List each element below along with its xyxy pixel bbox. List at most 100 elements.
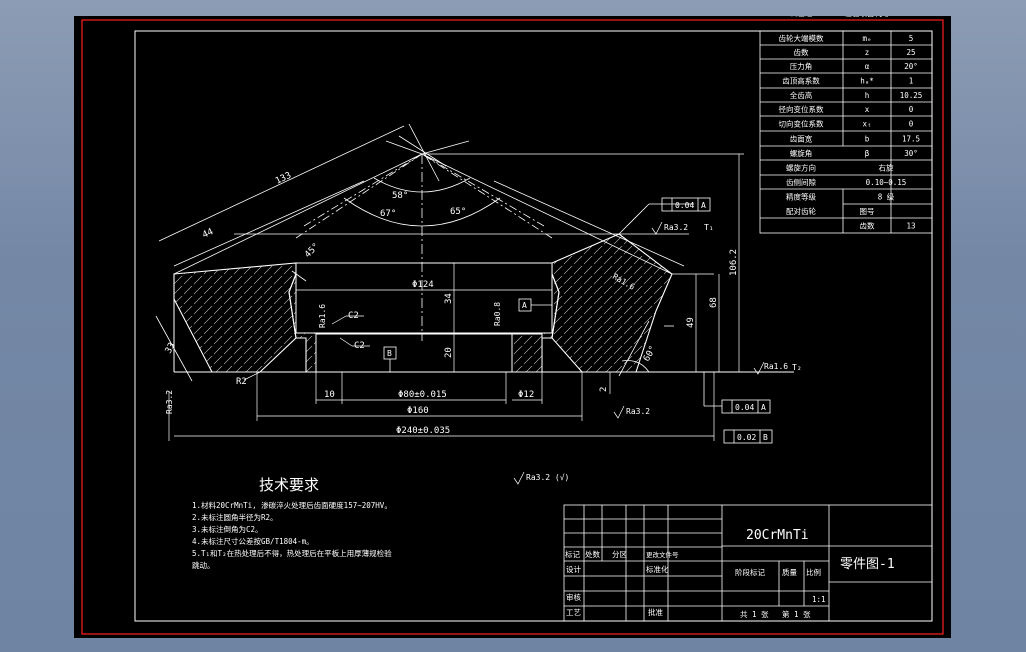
reference-t1: T₁: [704, 223, 714, 232]
angle-65: 65°: [450, 207, 466, 217]
tech-line-1: 2.未标注圆角半径为R2。: [192, 512, 278, 522]
dim-124: Φ124: [412, 280, 434, 290]
param-val-7: 17.5: [902, 135, 920, 144]
param-val-0: 5: [909, 34, 914, 43]
dim-44: 44: [201, 227, 215, 241]
angle-58: 58°: [392, 191, 408, 201]
param-sym-8: β: [865, 149, 870, 158]
param-val-13: 13: [906, 222, 915, 231]
dim-106-2: 106.2: [729, 249, 739, 276]
tb-shenhe: 审核: [566, 592, 581, 602]
tb-sheji: 设计: [566, 564, 581, 574]
dim-33: 33: [164, 341, 178, 355]
dimension-lines: [168, 153, 744, 441]
cone-construction-lines: [155, 123, 714, 382]
roughness-ra16-hub: Ra1.6: [318, 304, 327, 328]
param-sym-7: b: [865, 135, 870, 144]
datum-a: A: [522, 301, 527, 310]
angle-67: 67°: [380, 209, 396, 219]
tolerance-value-2: 0.04: [735, 403, 754, 412]
dim-12: Φ12: [518, 390, 534, 400]
roughness-ra32-top: Ra3.2: [664, 223, 688, 232]
param-val-11: 8 级: [878, 192, 895, 202]
hatched-section-left: [173, 262, 297, 373]
param-val-3: 1: [909, 77, 914, 86]
roughness-ra32-bottom: Ra3.2: [626, 407, 650, 416]
tb-sheets: 共 1 张: [740, 610, 769, 619]
param-sym-12: 图号: [860, 207, 875, 216]
param-sym-5: x: [865, 105, 870, 114]
tech-line-3: 4.未标注尺寸公差按GB/T1804-m。: [192, 536, 314, 546]
gear-section-view: 133 44 33 58° 67° 65° 45° Φ124 34 20 Φ80…: [155, 123, 802, 485]
dim-2: 2: [599, 387, 609, 392]
param-val-5: 0: [909, 105, 914, 114]
param-name-10: 齿侧间隙: [786, 177, 816, 187]
tolerance-frames: [383, 197, 773, 444]
tb-scale: 1:1: [812, 595, 826, 604]
param-name-12: 配对齿轮: [786, 206, 816, 216]
param-name-14: 公差组: [790, 16, 813, 18]
param-name-7: 齿面宽: [790, 134, 813, 144]
roughness-ticks: [513, 221, 765, 485]
param-name-9: 螺旋方向: [786, 163, 816, 173]
outer-red-frame: [81, 19, 944, 635]
technical-requirements: 技术要求 1.材料20CrMnTi, 渗碳淬火处理后齿面硬度157~207HV。…: [192, 476, 392, 570]
param-name-11: 精度等级: [786, 192, 816, 202]
dim-80: Φ80±0.015: [398, 390, 447, 400]
pin-hole: [511, 333, 543, 373]
param-sym-3: hₐ*: [860, 77, 874, 86]
tb-bili: 比例: [806, 567, 821, 577]
bore: [315, 333, 543, 373]
tb-chushu: 处数: [585, 549, 600, 559]
roughness-ra32-side: Ra3.2: [165, 390, 174, 414]
param-name-4: 全齿高: [790, 90, 813, 100]
tb-sheetno: 第 1 张: [782, 609, 811, 619]
datum-b: B: [387, 349, 392, 358]
tb-zhiliang: 质量: [782, 567, 797, 577]
tolerance-value-1: 0.04: [675, 201, 694, 210]
param-val-6: 0: [909, 120, 914, 129]
perpendicularity-value: 0.02: [737, 433, 756, 442]
dim-240: Φ240±0.035: [396, 426, 450, 436]
reference-t2: T₂: [792, 363, 802, 372]
dim-49: 49: [686, 317, 696, 328]
roughness-ra08-bore: Ra0.8: [493, 302, 502, 326]
tech-line-4: 5.T₁和T₂在热处理后不得，热处理后在平板上用厚薄规检验: [192, 548, 392, 558]
param-val-1: 25: [906, 48, 915, 57]
general-roughness: Ra3.2 (√): [526, 473, 569, 482]
tech-line-5: 跳动。: [192, 560, 215, 570]
inner-frame: [134, 30, 933, 622]
tb-gongyi: 工艺: [566, 608, 581, 617]
param-name-3: 齿顶高系数: [782, 76, 820, 86]
title-block: [563, 504, 933, 622]
param-val-2: 20°: [904, 62, 918, 71]
param-val-10: 0.10~0.15: [866, 178, 907, 187]
angle-45: 45°: [303, 242, 322, 261]
dim-10: 10: [324, 390, 335, 400]
param-sym-2: α: [865, 62, 870, 71]
gear-parameter-table: [759, 30, 933, 234]
param-name-1: 齿数: [794, 47, 809, 57]
recess: [295, 262, 553, 334]
param-name-5: 径向变位系数: [779, 104, 824, 114]
dim-34: 34: [444, 293, 454, 304]
perpendicularity-datum: B: [763, 433, 768, 442]
tech-line-0: 1.材料20CrMnTi, 渗碳淬火处理后齿面硬度157~207HV。: [192, 500, 392, 510]
material-name: 20CrMnTi: [746, 528, 809, 543]
param-sym-6: xₜ: [862, 120, 871, 129]
param-val-4: 10.25: [900, 91, 923, 100]
tolerance-datum-1: A: [701, 201, 706, 210]
param-name-8: 螺旋角: [790, 148, 813, 158]
tb-jieduan: 阶段标记: [735, 567, 765, 577]
param-sym-0: mₑ: [862, 34, 871, 43]
param-name-0: 齿轮大端模数: [779, 33, 824, 43]
roughness-ra16-bottom: Ra1.6: [764, 362, 788, 371]
tb-biaoji: 标记: [565, 549, 580, 559]
tech-line-2: 3.未标注倒角为C2。: [192, 524, 263, 534]
tb-fenqu: 分区: [612, 550, 627, 559]
param-sym-13: 齿数: [860, 221, 875, 231]
tech-title: 技术要求: [259, 476, 319, 494]
